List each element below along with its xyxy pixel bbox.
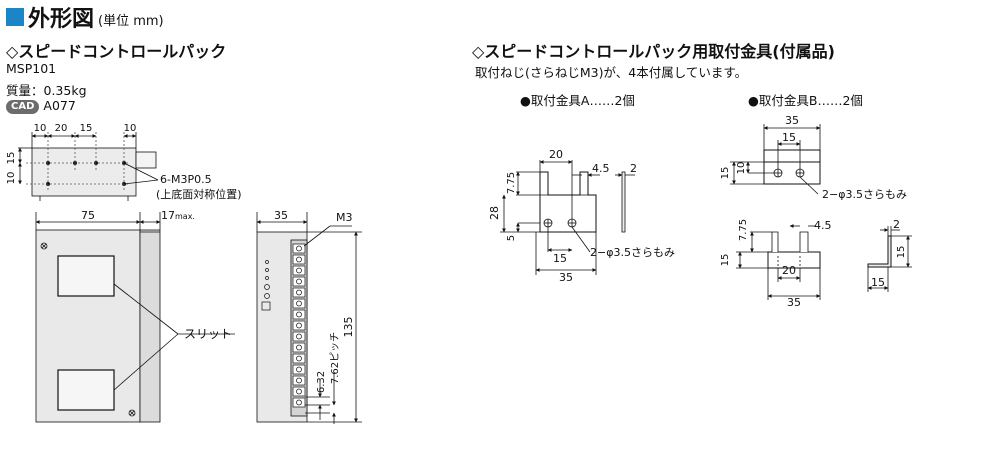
screw-note: 6-M3P0.5 <box>160 173 212 186</box>
front-view <box>35 212 235 423</box>
bracket-b-h4: 15 <box>720 254 731 267</box>
side-height-dim: 135 <box>342 317 355 338</box>
page-title: 外形図 <box>28 7 95 32</box>
bracket-a-label: ●取付金具A……2個 <box>520 93 635 108</box>
bracket-b-inner: 15 <box>782 131 796 144</box>
slit-label: スリット <box>184 327 232 341</box>
cad-code: A077 <box>43 98 76 113</box>
side-dim-2: 10 <box>6 172 17 185</box>
bracket-b-h3: 7.75 <box>738 219 749 241</box>
bracket-b-bottom-w: 35 <box>787 296 801 309</box>
bracket-a-hole-off: 4.5 <box>592 162 610 175</box>
title-square-icon <box>6 8 24 26</box>
bracket-b-hole-note: 2−φ3.5さらもみ <box>822 188 907 201</box>
bracket-b-label: ●取付金具B……2個 <box>748 93 863 108</box>
bracket-a-thk: 2 <box>630 162 637 175</box>
mass-label: 質量：0.35kg <box>6 83 87 98</box>
bracket-b-top-drawing <box>730 124 821 195</box>
model-number: MSP101 <box>6 61 57 76</box>
bracket-note: 取付ねじ(さらねじM3)が、4本付属しています。 <box>475 65 748 80</box>
bracket-b-h2: 10 <box>736 162 747 175</box>
section-header: 外形図 (単位 mm) <box>6 4 164 32</box>
bracket-b-mid: 20 <box>782 264 796 277</box>
pitch-a-label: 6.32 <box>316 371 327 393</box>
side-width-dim: 35 <box>274 209 288 222</box>
bracket-b-hole-off: 4.5 <box>814 219 832 232</box>
pitch-b-label: 7.62ピッチ <box>329 332 341 384</box>
right-heading: ◇スピードコントロールパック用取付金具(付属品) <box>472 42 835 61</box>
top-view <box>18 132 159 201</box>
unit-label: (単位 mm) <box>98 13 164 29</box>
bracket-b-h1: 15 <box>720 167 731 180</box>
bracket-a-h1: 7.75 <box>506 172 517 194</box>
bracket-a-hole-note: 2−φ3.5さらもみ <box>590 246 675 259</box>
bracket-a-h-bottom: 5 <box>506 235 517 241</box>
bracket-a-width: 35 <box>559 271 573 284</box>
bracket-a-top-dim: 20 <box>549 148 563 161</box>
top-dim-1: 10 <box>34 123 47 134</box>
bracket-a-inner: 15 <box>553 252 567 265</box>
top-dim-2: 20 <box>55 123 68 134</box>
side-view <box>256 212 362 424</box>
bracket-b-side-drawing <box>736 224 912 300</box>
front-width-dim: 75 <box>81 209 95 222</box>
bracket-b-thk: 2 <box>893 218 900 231</box>
front-depth-suffix: max. <box>175 212 195 221</box>
terminal-label: M3 <box>336 211 353 224</box>
bracket-b-side-w: 15 <box>871 276 885 289</box>
top-dim-3: 15 <box>80 123 93 134</box>
top-dim-4: 10 <box>124 123 137 134</box>
bracket-b-side-h: 15 <box>896 246 907 259</box>
cad-badge: CAD <box>6 99 40 114</box>
front-depth-dim: 17 <box>161 209 175 222</box>
bracket-a-h-total: 28 <box>488 206 501 220</box>
screw-note-2: (上底面対称位置) <box>156 187 242 201</box>
left-heading: ◇スピードコントロールパック <box>6 42 227 61</box>
side-dim-1: 15 <box>6 152 17 165</box>
bracket-a-drawing <box>500 160 635 275</box>
bracket-b-width: 35 <box>785 114 799 127</box>
